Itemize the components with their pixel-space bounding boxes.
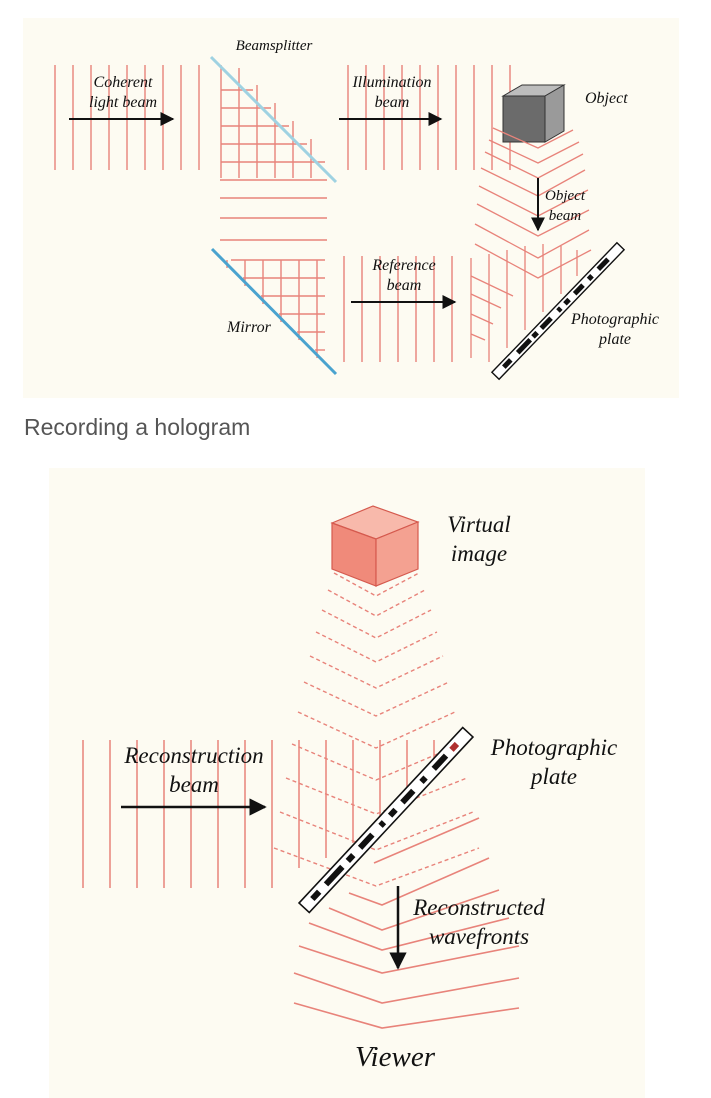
mirror <box>210 247 338 376</box>
mirror-grid <box>226 259 325 358</box>
photographic-plate <box>490 241 626 381</box>
label-coherent-2: light beam <box>89 94 157 111</box>
label-reconstruction-1: Reconstruction <box>123 743 263 768</box>
object-cube <box>501 84 566 143</box>
reconstructed-wavefronts <box>293 817 520 1029</box>
label-mirror: Mirror <box>226 319 272 336</box>
label-wavefronts-1: Reconstructed <box>412 895 545 920</box>
recording-svg: Coherent light beam Beamsplitter Illumin… <box>54 38 659 381</box>
label-plate-rec-1: Photographic <box>490 735 618 760</box>
label-object-beam-1: Object <box>545 188 586 204</box>
interference-grid <box>470 244 578 362</box>
label-illumination-2: beam <box>375 94 410 111</box>
label-beamsplitter: Beamsplitter <box>236 38 313 54</box>
label-reference-1: Reference <box>371 257 435 274</box>
label-reconstruction-2: beam <box>169 772 219 797</box>
recording-diagram: Coherent light beam Beamsplitter Illumin… <box>23 18 679 398</box>
reconstruction-diagram: Virtual image Reconstruction beam <box>49 468 645 1098</box>
label-viewer: Viewer <box>355 1041 436 1073</box>
label-illumination-1: Illumination <box>351 74 431 91</box>
label-plate-rec-2: plate <box>529 764 577 789</box>
label-virtual-1: Virtual <box>447 512 510 537</box>
caption-recording: Recording a hologram <box>24 414 251 440</box>
label-coherent-1: Coherent <box>94 74 154 91</box>
label-wavefronts-2: wavefronts <box>429 924 529 949</box>
beamsplitter-grid <box>220 65 327 241</box>
label-plate-2: plate <box>598 331 631 348</box>
beamsplitter <box>209 55 338 184</box>
label-object: Object <box>585 90 628 107</box>
photographic-plate-reconstruction <box>297 726 475 914</box>
reconstruction-svg: Virtual image Reconstruction beam <box>82 505 618 1073</box>
label-object-beam-2: beam <box>549 208 582 224</box>
virtual-wavefronts <box>273 572 480 887</box>
virtual-image-cube <box>330 505 420 587</box>
label-plate-1: Photographic <box>570 311 659 328</box>
label-virtual-2: image <box>451 541 507 566</box>
reconstruction-beam-wavefronts <box>82 740 435 888</box>
reference-beam-wavefronts <box>343 256 453 362</box>
label-reference-2: beam <box>387 277 422 294</box>
coherent-beam-wavefronts <box>54 65 200 170</box>
